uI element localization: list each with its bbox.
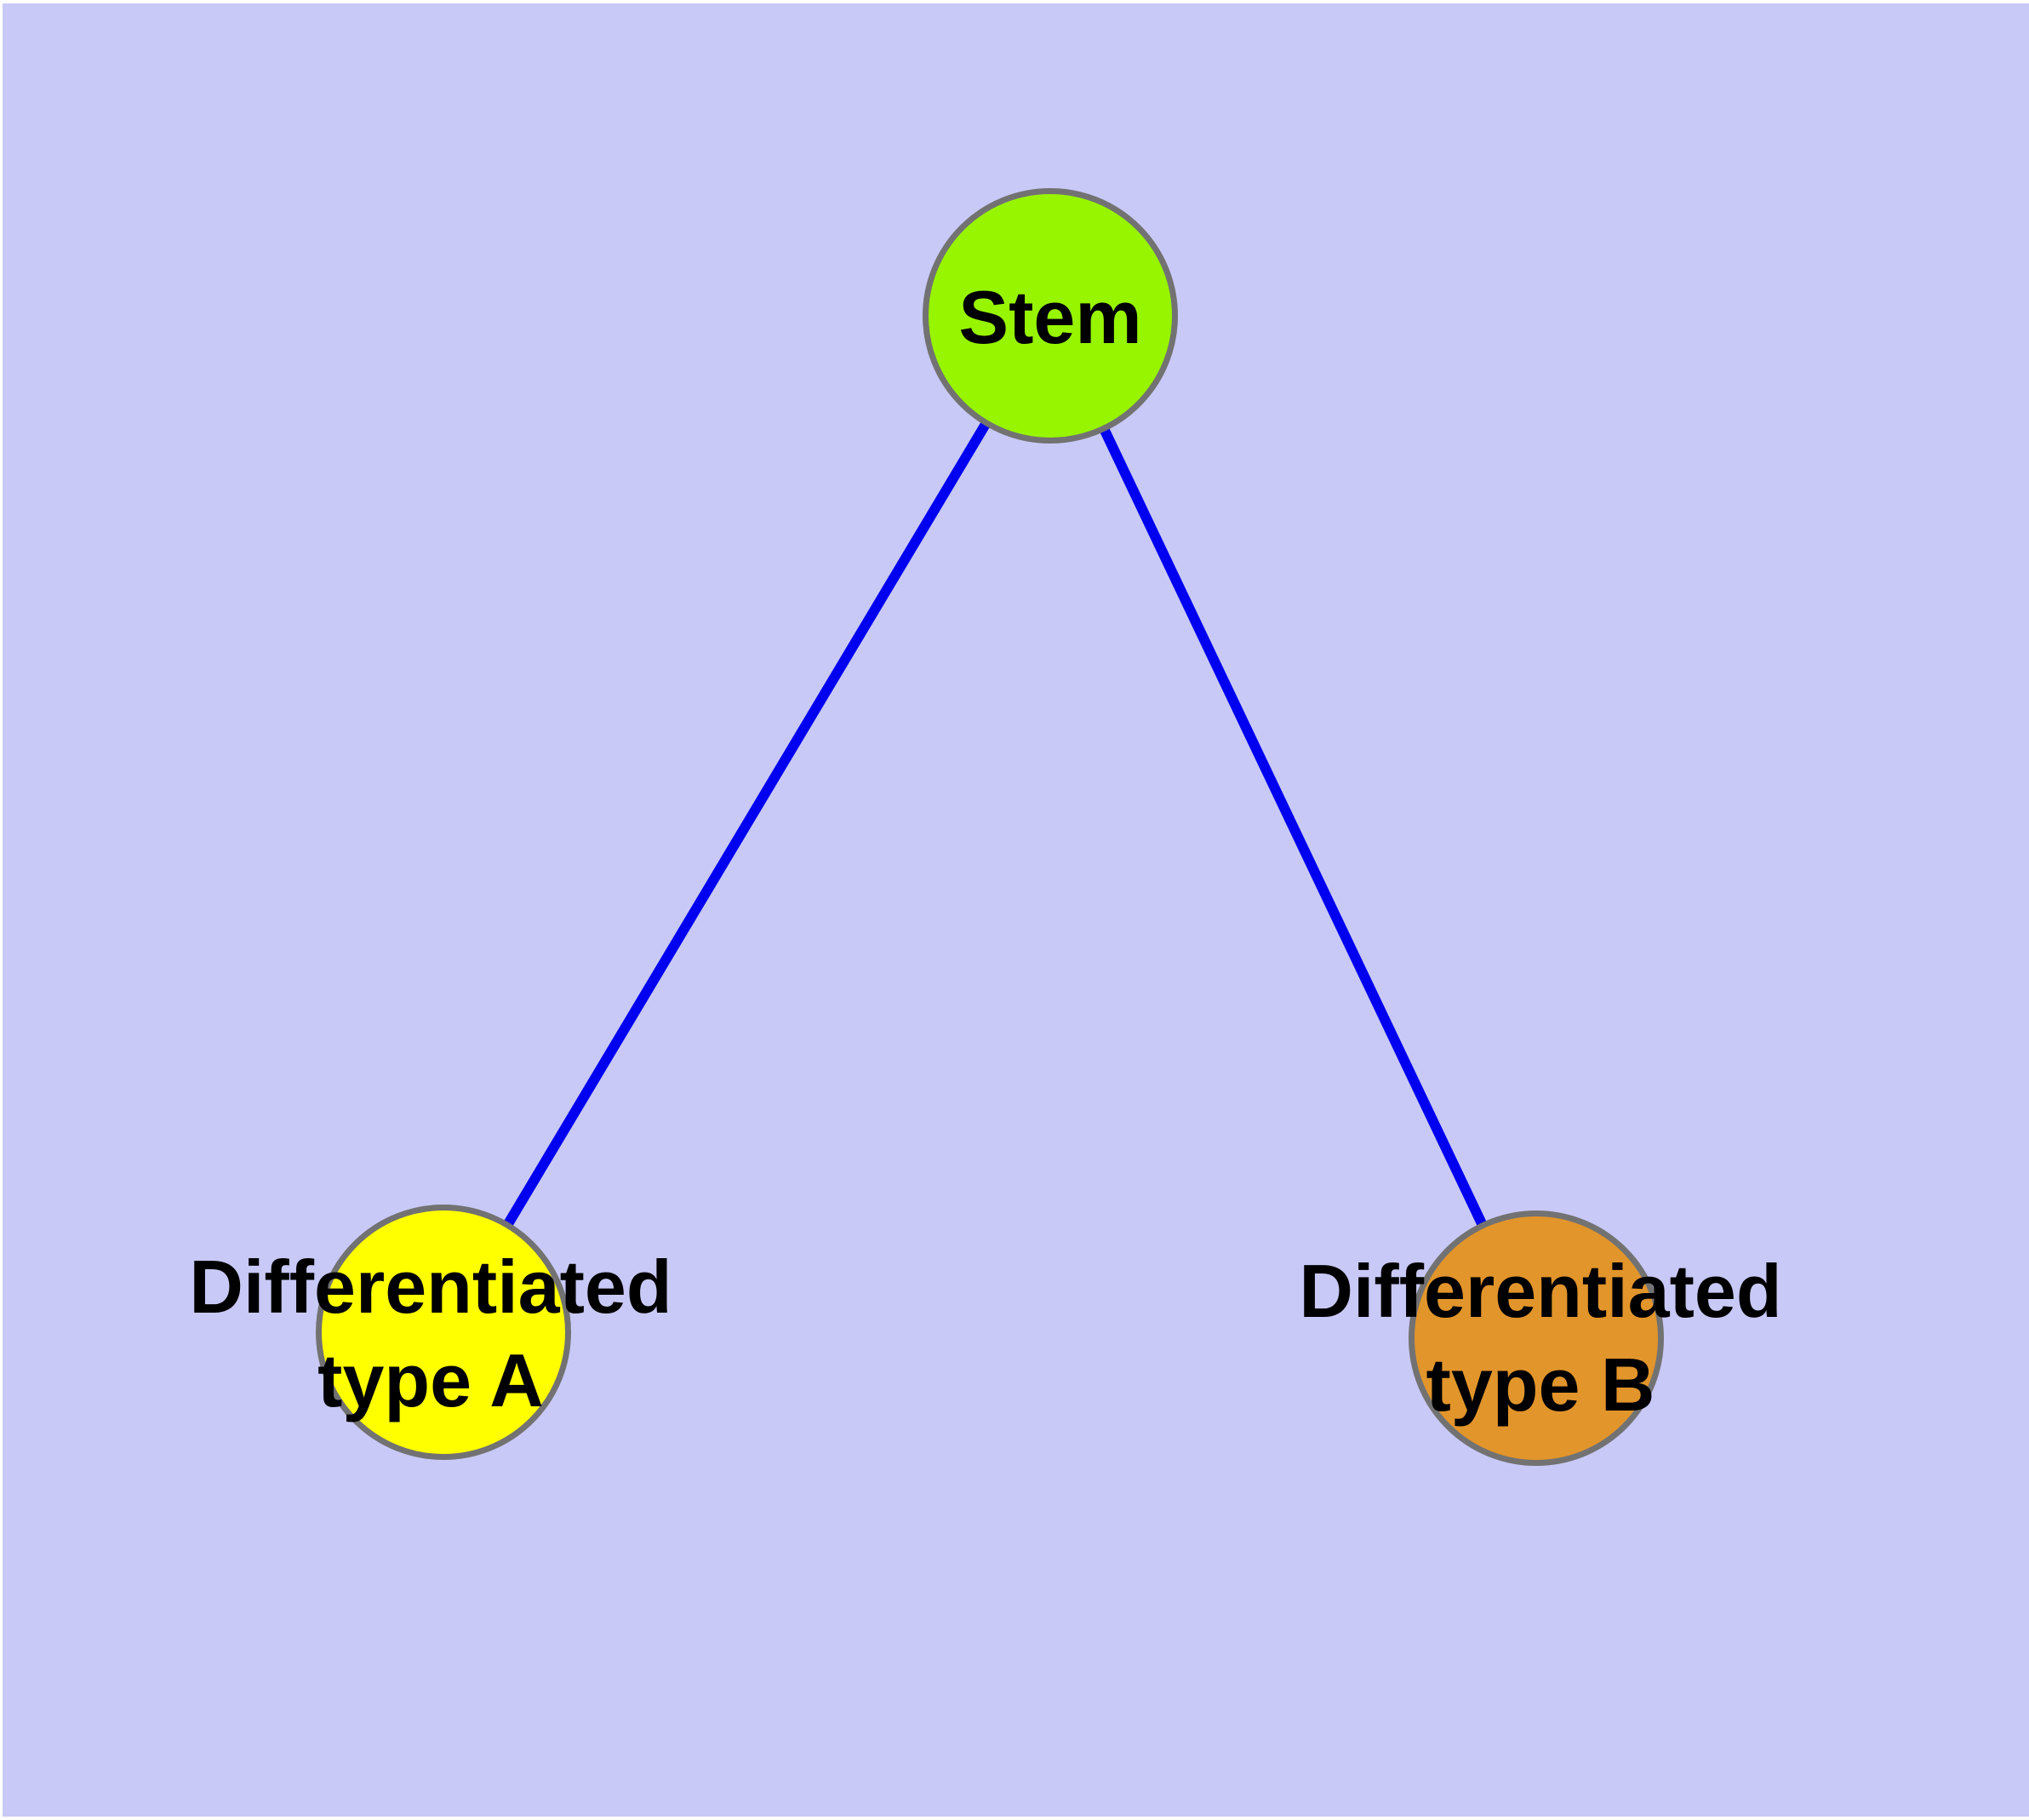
node-differentiated-type-a[interactable] bbox=[316, 1205, 571, 1460]
node-differentiated-type-b[interactable] bbox=[1409, 1210, 1664, 1466]
node-stem[interactable] bbox=[923, 188, 1178, 444]
